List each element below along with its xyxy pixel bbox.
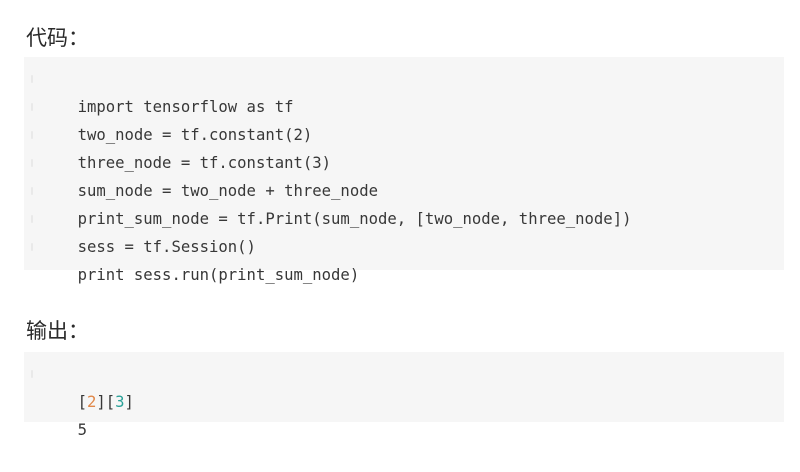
output-line-text: 5 bbox=[77, 421, 87, 439]
gutter-marker bbox=[31, 131, 33, 139]
bracket-open: [ bbox=[77, 393, 87, 411]
output-value: 3 bbox=[115, 393, 125, 411]
code-line-text: import tensorflow as tf bbox=[77, 98, 294, 116]
bracket-open: [ bbox=[105, 393, 116, 411]
code-line-text: two_node = tf.constant(2) bbox=[77, 126, 313, 144]
code-line-text: sess = tf.Session() bbox=[77, 238, 256, 256]
code-line-text: sum_node = two_node + three_node bbox=[77, 182, 378, 200]
output-block: [2][3] 5 bbox=[24, 352, 784, 439]
gutter-marker bbox=[31, 370, 33, 378]
gutter-marker bbox=[31, 215, 33, 223]
output-line: 5 bbox=[40, 388, 87, 439]
gutter-marker bbox=[31, 103, 33, 111]
bracket-close: ] bbox=[124, 393, 134, 411]
gutter-marker bbox=[31, 243, 33, 251]
gutter-marker bbox=[31, 75, 33, 83]
code-section-heading: 代码： bbox=[26, 26, 89, 50]
code-line: sess = tf.Session() bbox=[31, 205, 256, 256]
code-line-text: three_node = tf.constant(3) bbox=[77, 154, 332, 172]
output-value: 2 bbox=[86, 393, 97, 411]
code-line-text: print sess.run(print_sum_node) bbox=[77, 266, 360, 284]
code-line: import tensorflow as tf bbox=[31, 65, 294, 116]
code-line: three_node = tf.constant(3) bbox=[31, 121, 331, 172]
code-block: import tensorflow as tf two_node = tf.co… bbox=[24, 57, 784, 284]
gutter-marker bbox=[31, 187, 33, 195]
code-line: two_node = tf.constant(2) bbox=[31, 93, 312, 144]
gutter-marker bbox=[31, 159, 33, 167]
bracket-close: ] bbox=[96, 393, 106, 411]
code-line-text: print_sum_node = tf.Print(sum_node, [two… bbox=[77, 210, 632, 228]
code-line: print_sum_node = tf.Print(sum_node, [two… bbox=[31, 177, 631, 228]
output-line: [2][3] bbox=[31, 360, 134, 411]
code-line: sum_node = two_node + three_node bbox=[31, 149, 378, 200]
output-section-heading: 输出： bbox=[26, 319, 89, 343]
code-line: print sess.run(print_sum_node) bbox=[31, 233, 359, 284]
